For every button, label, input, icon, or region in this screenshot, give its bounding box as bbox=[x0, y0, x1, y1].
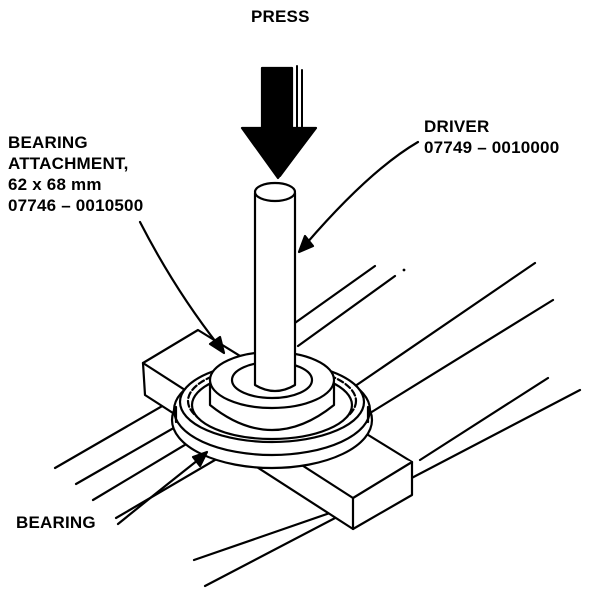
driver-name: DRIVER bbox=[424, 117, 490, 136]
press-arrow-icon bbox=[240, 65, 318, 180]
press-label: PRESS bbox=[251, 7, 310, 26]
attachment-line-1: BEARING bbox=[8, 133, 88, 152]
driver-leader-arrow bbox=[297, 140, 420, 254]
attachment-part-number: 07746 – 0010500 bbox=[8, 196, 144, 215]
attachment-leader-arrow bbox=[138, 220, 226, 355]
driver-part-number: 07749 – 0010000 bbox=[424, 138, 560, 157]
driver-shaft bbox=[253, 181, 297, 393]
bearing-leader-arrow bbox=[116, 450, 209, 526]
bearing-label: BEARING bbox=[16, 513, 96, 532]
support-rails bbox=[53, 261, 582, 588]
attachment-line-2: ATTACHMENT, bbox=[8, 154, 129, 173]
attachment-label: BEARING ATTACHMENT, 62 x 68 mm 07746 – 0… bbox=[8, 132, 143, 216]
stray-dot bbox=[402, 268, 406, 272]
driver-label: DRIVER 07749 – 0010000 bbox=[424, 116, 559, 158]
attachment-size: 62 x 68 mm bbox=[8, 175, 102, 194]
